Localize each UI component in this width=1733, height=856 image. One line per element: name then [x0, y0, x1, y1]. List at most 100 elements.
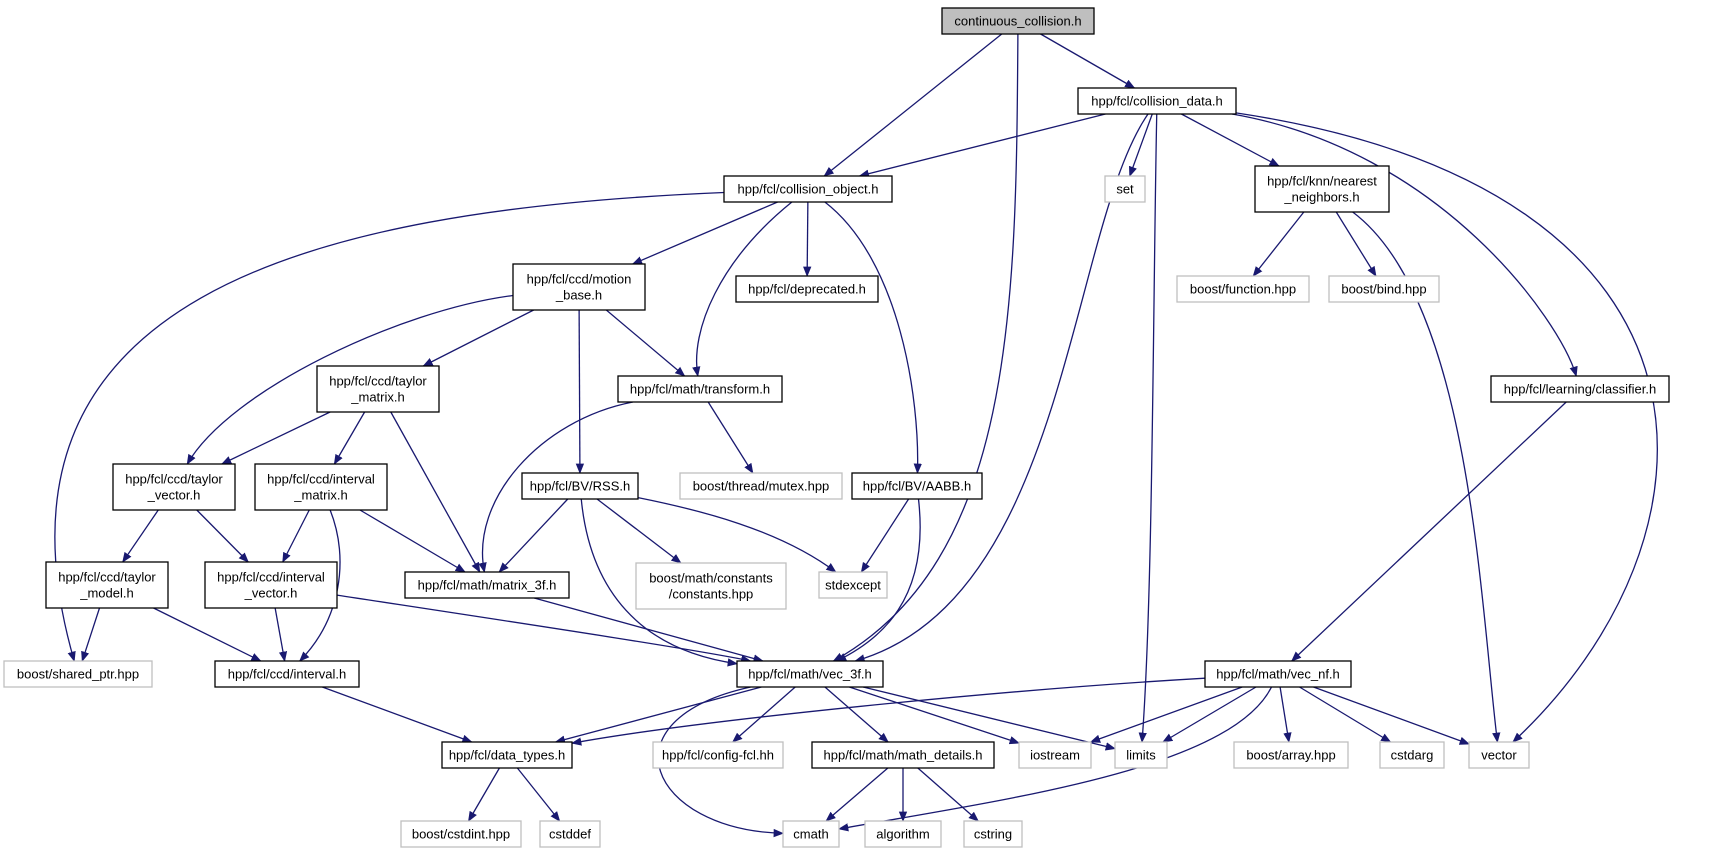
node-boost-bind: boost/bind.hpp	[1328, 275, 1440, 303]
node-box	[1204, 660, 1352, 688]
edge-root-to-collision_data	[1040, 33, 1136, 89]
node-cmath: cmath	[782, 820, 840, 848]
node-label: algorithm	[876, 827, 929, 842]
node-interval-matrix[interactable]: hpp/fcl/ccd/interval_matrix.h	[254, 463, 388, 511]
node-data-types[interactable]: hpp/fcl/data_types.h	[441, 741, 573, 769]
node-label: _vector.h	[244, 586, 298, 601]
node-label: set	[1116, 182, 1134, 197]
edge-collision_data-to-set	[1129, 113, 1153, 177]
edge-matrix_3f-to-vec_3f	[534, 597, 764, 663]
edge-collision_object-to-transform	[692, 201, 793, 378]
node-vec-nf[interactable]: hpp/fcl/math/vec_nf.h	[1204, 660, 1352, 688]
edge-classifier-to-vec_nf	[1291, 401, 1567, 662]
node-box	[214, 660, 360, 688]
node-rss[interactable]: hpp/fcl/BV/RSS.h	[521, 472, 639, 500]
node-label: _model.h	[79, 586, 133, 601]
node-label: hpp/fcl/learning/classifier.h	[1504, 382, 1656, 397]
node-label: _vector.h	[147, 488, 201, 503]
edge-vec_nf-to-vector	[1313, 686, 1470, 745]
edge-vec_nf-to-data_types	[570, 677, 1206, 746]
node-label: cstring	[974, 827, 1012, 842]
node-taylor-vector[interactable]: hpp/fcl/ccd/taylor_vector.h	[112, 463, 236, 511]
edge-interval_matrix-to-interval_vector	[282, 509, 310, 563]
edge-collision_object-to-shared_ptr	[54, 191, 725, 662]
node-label: boost/thread/mutex.hpp	[693, 479, 830, 494]
node-collision-data[interactable]: hpp/fcl/collision_data.h	[1077, 87, 1237, 115]
node-taylor-matrix[interactable]: hpp/fcl/ccd/taylor_matrix.h	[316, 365, 440, 413]
node-box	[3, 660, 153, 688]
edge-rss-to-constants	[596, 498, 682, 564]
edge-vec_nf-to-boost_array	[1279, 686, 1292, 744]
node-box	[1254, 165, 1390, 213]
edge-taylor_matrix-to-matrix_3f	[390, 411, 481, 573]
node-matrix-3f[interactable]: hpp/fcl/math/matrix_3f.h	[404, 571, 570, 599]
edge-rss-to-vec_3f	[580, 498, 739, 667]
node-label: hpp/fcl/ccd/taylor	[125, 472, 223, 487]
node-box	[1328, 275, 1440, 303]
node-transform[interactable]: hpp/fcl/math/transform.h	[617, 375, 783, 403]
node-taylor-model[interactable]: hpp/fcl/ccd/taylor_model.h	[45, 561, 169, 609]
node-label: iostream	[1030, 748, 1080, 763]
node-box	[1233, 741, 1349, 769]
edge-knn-to-boost_function	[1252, 211, 1305, 277]
node-box	[539, 820, 601, 848]
node-box	[818, 571, 888, 599]
edge-interval_matrix-to-matrix_3f	[359, 509, 466, 573]
edge-root-to-collision_object	[823, 33, 1003, 177]
edge-vec_nf-to-limits	[1162, 686, 1257, 743]
node-box	[679, 472, 843, 500]
node-label: hpp/fcl/deprecated.h	[748, 282, 866, 297]
node-label: boost/array.hpp	[1246, 748, 1335, 763]
node-label: /constants.hpp	[669, 587, 754, 602]
node-boost-function: boost/function.hpp	[1176, 275, 1310, 303]
node-box	[400, 820, 522, 848]
node-interval[interactable]: hpp/fcl/ccd/interval.h	[214, 660, 360, 688]
edge-vec_3f-to-config_fcl	[731, 686, 796, 743]
edge-collision_data-to-knn	[1181, 113, 1280, 167]
node-label: hpp/fcl/ccd/interval	[217, 570, 325, 585]
node-interval-vector[interactable]: hpp/fcl/ccd/interval_vector.h	[204, 561, 338, 609]
edge-data_types-to-boost_cstdint	[468, 767, 500, 822]
node-shared-ptr: boost/shared_ptr.hpp	[3, 660, 153, 688]
node-vec-3f[interactable]: hpp/fcl/math/vec_3f.h	[736, 660, 884, 688]
node-config-fcl: hpp/fcl/config-fcl.hh	[652, 741, 784, 769]
node-classifier[interactable]: hpp/fcl/learning/classifier.h	[1490, 375, 1670, 403]
node-label: cstdarg	[1391, 748, 1434, 763]
node-deprecated[interactable]: hpp/fcl/deprecated.h	[735, 275, 879, 303]
node-aabb[interactable]: hpp/fcl/BV/AABB.h	[851, 472, 983, 500]
edge-vec_3f-to-data_types	[554, 686, 762, 744]
edge-collision_object-to-aabb	[824, 201, 922, 475]
node-cstring: cstring	[963, 820, 1023, 848]
node-cstdarg: cstdarg	[1379, 741, 1445, 769]
node-boost-cstdint: boost/cstdint.hpp	[400, 820, 522, 848]
node-label: hpp/fcl/ccd/interval.h	[228, 667, 347, 682]
node-box	[652, 741, 784, 769]
node-box	[941, 7, 1095, 35]
edge-vec_3f-to-math_details	[824, 686, 889, 743]
node-box	[1490, 375, 1670, 403]
node-vector: vector	[1468, 741, 1530, 769]
edge-collision_data-to-limits	[1138, 113, 1158, 744]
node-box	[254, 463, 388, 511]
node-box	[1176, 275, 1310, 303]
node-label: hpp/fcl/ccd/interval	[267, 472, 375, 487]
edge-root-to-vec_3f	[832, 33, 1019, 662]
node-label: hpp/fcl/math/vec_nf.h	[1216, 667, 1340, 682]
node-label: _base.h	[555, 288, 602, 303]
node-label: hpp/fcl/collision_object.h	[738, 182, 879, 197]
node-box	[1077, 87, 1237, 115]
edge-collision_data-to-vec_3f	[854, 113, 1149, 663]
node-collision-object[interactable]: hpp/fcl/collision_object.h	[723, 175, 893, 203]
node-stdexcept: stdexcept	[818, 571, 888, 599]
node-motion-base[interactable]: hpp/fcl/ccd/motion_base.h	[512, 263, 646, 311]
edge-motion_base-to-transform	[605, 309, 686, 377]
node-box	[736, 660, 884, 688]
node-iostream: iostream	[1018, 741, 1092, 769]
node-math-details[interactable]: hpp/fcl/math/math_details.h	[811, 741, 995, 769]
node-root[interactable]: continuous_collision.h	[941, 7, 1095, 35]
edge-taylor_vector-to-taylor_model	[122, 509, 159, 563]
node-box	[521, 472, 639, 500]
node-box	[316, 365, 440, 413]
node-knn[interactable]: hpp/fcl/knn/nearest_neighbors.h	[1254, 165, 1390, 213]
node-label: hpp/fcl/ccd/taylor	[329, 374, 427, 389]
